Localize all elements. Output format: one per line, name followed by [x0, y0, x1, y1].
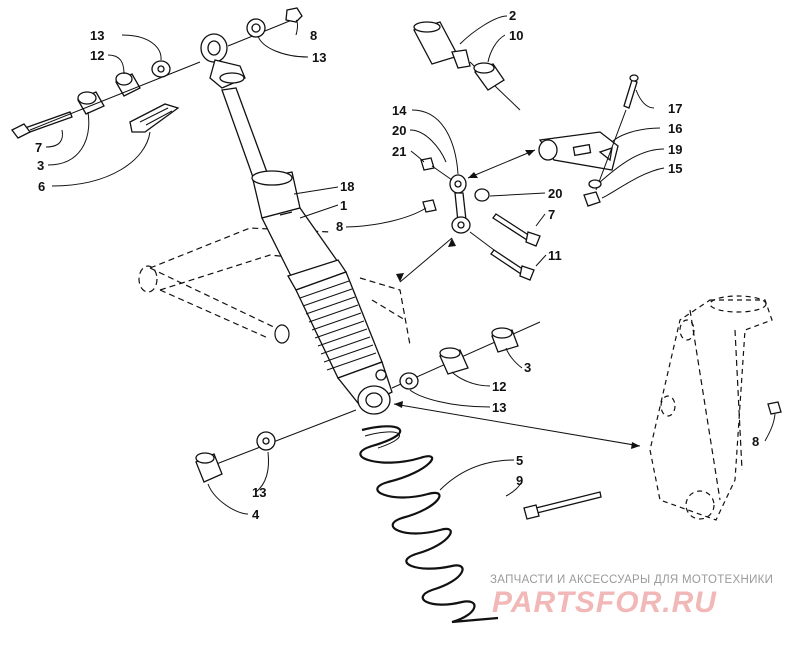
- callout-numbers: 13 12 7 3 6 8 13 2 10 17 16 19 15 14 20 …: [35, 8, 759, 522]
- callout-16: 16: [668, 121, 682, 136]
- callout-5: 5: [516, 453, 523, 468]
- watermark: ЗАПЧАСТИ И АКСЕССУАРЫ ДЛЯ МОТОТЕХНИКИ PA…: [490, 574, 773, 619]
- callout-18: 18: [340, 179, 354, 194]
- callout-leaders: [45, 15, 776, 515]
- callout-17: 17: [668, 101, 682, 116]
- watermark-brand: PARTSFOR.RU: [492, 586, 717, 619]
- callout-20-right: 20: [548, 186, 562, 201]
- callout-9: 9: [516, 473, 523, 488]
- callout-1: 1: [340, 198, 347, 213]
- upper-left-hardware: [11, 60, 201, 139]
- callout-13-top-left: 13: [90, 28, 104, 43]
- a-arm-dashed-outline: [138, 227, 411, 346]
- callout-12-right: 12: [492, 379, 506, 394]
- spindle-dashed-outline: [393, 295, 782, 521]
- callout-2: 2: [509, 8, 516, 23]
- callout-20-left: 20: [392, 123, 406, 138]
- callout-13-bottom: 13: [252, 485, 266, 500]
- callout-3-right: 3: [524, 360, 531, 375]
- callout-21: 21: [392, 144, 406, 159]
- lower-shock-hardware: [195, 321, 541, 483]
- callout-12-top-left: 12: [90, 48, 104, 63]
- callout-3-left: 3: [37, 158, 44, 173]
- callout-7-left: 7: [35, 140, 42, 155]
- sway-bar-linkage: [396, 74, 639, 283]
- callout-13-top-right: 13: [312, 50, 326, 65]
- callout-6: 6: [38, 179, 45, 194]
- callout-10: 10: [509, 28, 523, 43]
- watermark-tagline: ЗАПЧАСТИ И АКСЕССУАРЫ ДЛЯ МОТОТЕХНИКИ: [490, 574, 773, 586]
- callout-8-mid: 8: [336, 219, 343, 234]
- callout-8-top: 8: [310, 28, 317, 43]
- callout-8-right: 8: [752, 434, 759, 449]
- callout-19: 19: [668, 142, 682, 157]
- callout-14: 14: [392, 103, 407, 118]
- callout-15: 15: [668, 161, 682, 176]
- coil-spring: [359, 425, 499, 624]
- callout-4: 4: [252, 507, 260, 522]
- callout-11: 11: [548, 248, 562, 263]
- callout-13-mid: 13: [492, 400, 506, 415]
- callout-7-right: 7: [548, 207, 555, 222]
- adjuster-knob: [413, 21, 521, 111]
- upper-shock-nut: [227, 7, 303, 47]
- shock-absorber: [200, 33, 393, 415]
- threaded-sleeve-ribs: [299, 280, 377, 371]
